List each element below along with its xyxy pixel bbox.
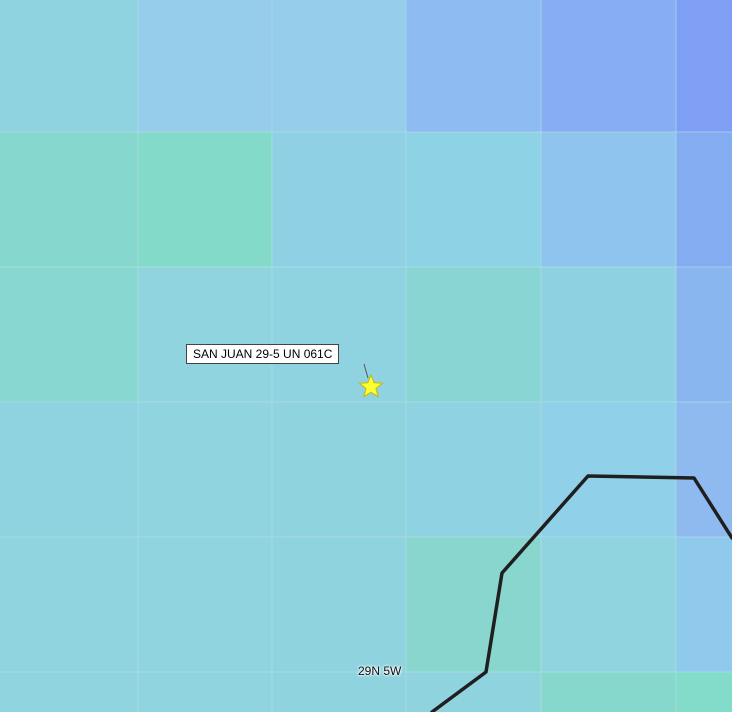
heatmap-cell bbox=[0, 402, 138, 537]
heatmap-cell bbox=[0, 267, 138, 402]
heatmap-cell bbox=[541, 402, 676, 537]
heatmap-cell bbox=[406, 132, 541, 267]
heatmap-cell bbox=[541, 132, 676, 267]
heatmap-cell bbox=[541, 672, 676, 712]
star-icon[interactable] bbox=[358, 373, 384, 398]
heatmap-cell bbox=[676, 402, 732, 537]
heatmap-cell bbox=[0, 672, 138, 712]
heatmap-cell bbox=[541, 0, 676, 132]
well-label-leader-line bbox=[363, 363, 369, 379]
heatmap-cell bbox=[406, 672, 541, 712]
heatmap-cell bbox=[138, 402, 272, 537]
heatmap-cell bbox=[406, 0, 541, 132]
heatmap-cell bbox=[272, 132, 406, 267]
heatmap-cell bbox=[272, 402, 406, 537]
heatmap-cell bbox=[406, 402, 541, 537]
heatmap-cell bbox=[138, 0, 272, 132]
heatmap-cell bbox=[272, 0, 406, 132]
heatmap-cell bbox=[0, 132, 138, 267]
heatmap-cell bbox=[272, 672, 406, 712]
heatmap-cell bbox=[676, 132, 732, 267]
heatmap-cell bbox=[676, 0, 732, 132]
heatmap-cell bbox=[138, 537, 272, 672]
well-label[interactable]: SAN JUAN 29-5 UN 061C bbox=[186, 344, 340, 364]
heatmap-cell bbox=[272, 537, 406, 672]
heatmap-cell bbox=[676, 672, 732, 712]
heatmap-cell bbox=[138, 267, 272, 402]
heatmap-cell bbox=[0, 0, 138, 132]
heatmap-cell bbox=[406, 537, 541, 672]
heatmap-cell bbox=[406, 267, 541, 402]
heatmap-cell bbox=[272, 267, 406, 402]
heatmap-cell bbox=[676, 537, 732, 672]
township-label: 29N 5W bbox=[358, 664, 402, 678]
boundary-line bbox=[430, 474, 732, 712]
heatmap-cell bbox=[0, 537, 138, 672]
heatmap-cell bbox=[138, 672, 272, 712]
heatmap-cell bbox=[541, 267, 676, 402]
heatmap-cell bbox=[541, 537, 676, 672]
heatmap-cell bbox=[138, 132, 272, 267]
heatmap-cell bbox=[676, 267, 732, 402]
